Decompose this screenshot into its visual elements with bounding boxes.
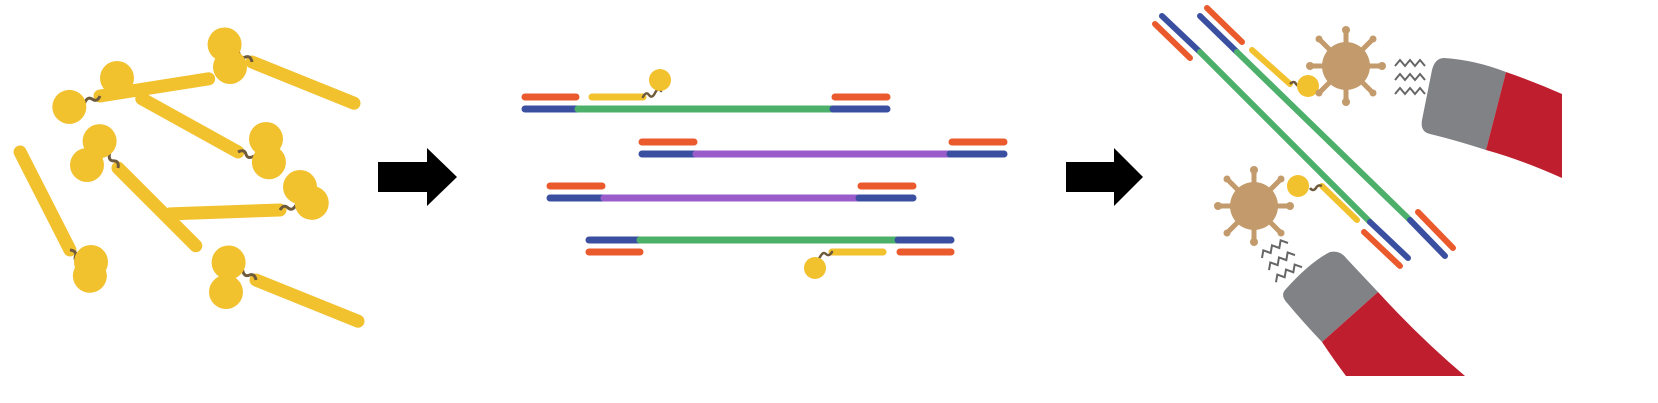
- biotinylated-probe-icon: [76, 117, 212, 253]
- dna-fragment-icon: [585, 236, 955, 279]
- right-arrow-icon: [378, 148, 457, 206]
- streptavidin-bead-icon: [1214, 166, 1294, 246]
- dna-fragment-icon: [546, 182, 917, 202]
- magnet-icon: [1421, 58, 1562, 178]
- panel-hybridized-library: [521, 69, 1008, 279]
- magnet-icon: [1283, 251, 1465, 376]
- right-arrow-icon: [1066, 148, 1143, 206]
- magnetic-field-icon: [1394, 59, 1426, 95]
- captured-dna-icon: [1152, 5, 1456, 269]
- magnetic-field-icon: [1258, 236, 1303, 284]
- panel-magnetic-capture: [1152, 5, 1562, 376]
- streptavidin-bead-icon: [1306, 26, 1386, 106]
- dna-fragment-icon: [521, 69, 891, 113]
- dna-fragment-icon: [638, 138, 1008, 158]
- panel-free-probes: [10, 22, 366, 331]
